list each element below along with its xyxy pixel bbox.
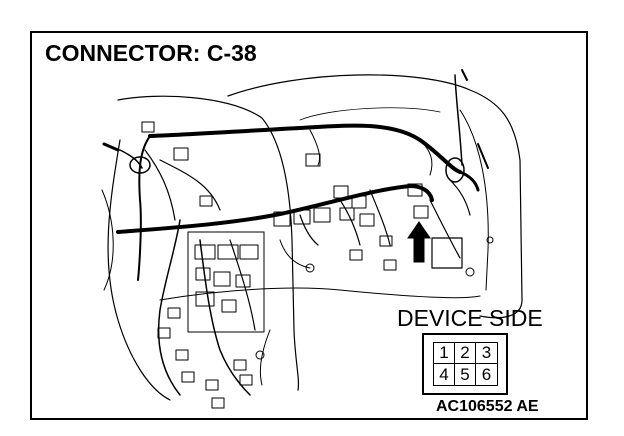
pin-1: 1: [434, 343, 455, 364]
pin-grid: 1 2 3 4 5 6: [433, 342, 498, 386]
pin-2: 2: [455, 343, 476, 364]
upper-trim: [299, 107, 441, 121]
pin-4: 4: [434, 364, 455, 385]
up-arrow-icon: [407, 221, 431, 263]
grommet-right: [445, 157, 465, 183]
instrument-panel-left: [107, 139, 171, 401]
side-curve: [101, 189, 114, 291]
right-panel-edge: [459, 109, 489, 291]
connector-pin-diagram: 1 2 3 4 5 6: [422, 333, 508, 395]
figure-code: AC106552 AE: [436, 398, 539, 415]
pin-3: 3: [476, 343, 497, 364]
junction-block: [187, 231, 265, 333]
grommet-left: [129, 156, 151, 174]
harness-right-branch: [458, 170, 480, 192]
pin-5: 5: [455, 364, 476, 385]
dashboard-outline: [117, 95, 300, 391]
main-harness-mid: [116, 184, 434, 234]
pin-6: 6: [481, 364, 492, 384]
lower-panel: [159, 287, 481, 301]
harness-left-drop: [137, 135, 151, 281]
diagram-title: CONNECTOR: C-38: [45, 40, 257, 66]
main-harness-top: [148, 123, 462, 174]
device-component: [431, 237, 463, 269]
dashboard-outline-upper: [227, 74, 523, 319]
device-side-label: DEVICE SIDE: [397, 305, 543, 331]
